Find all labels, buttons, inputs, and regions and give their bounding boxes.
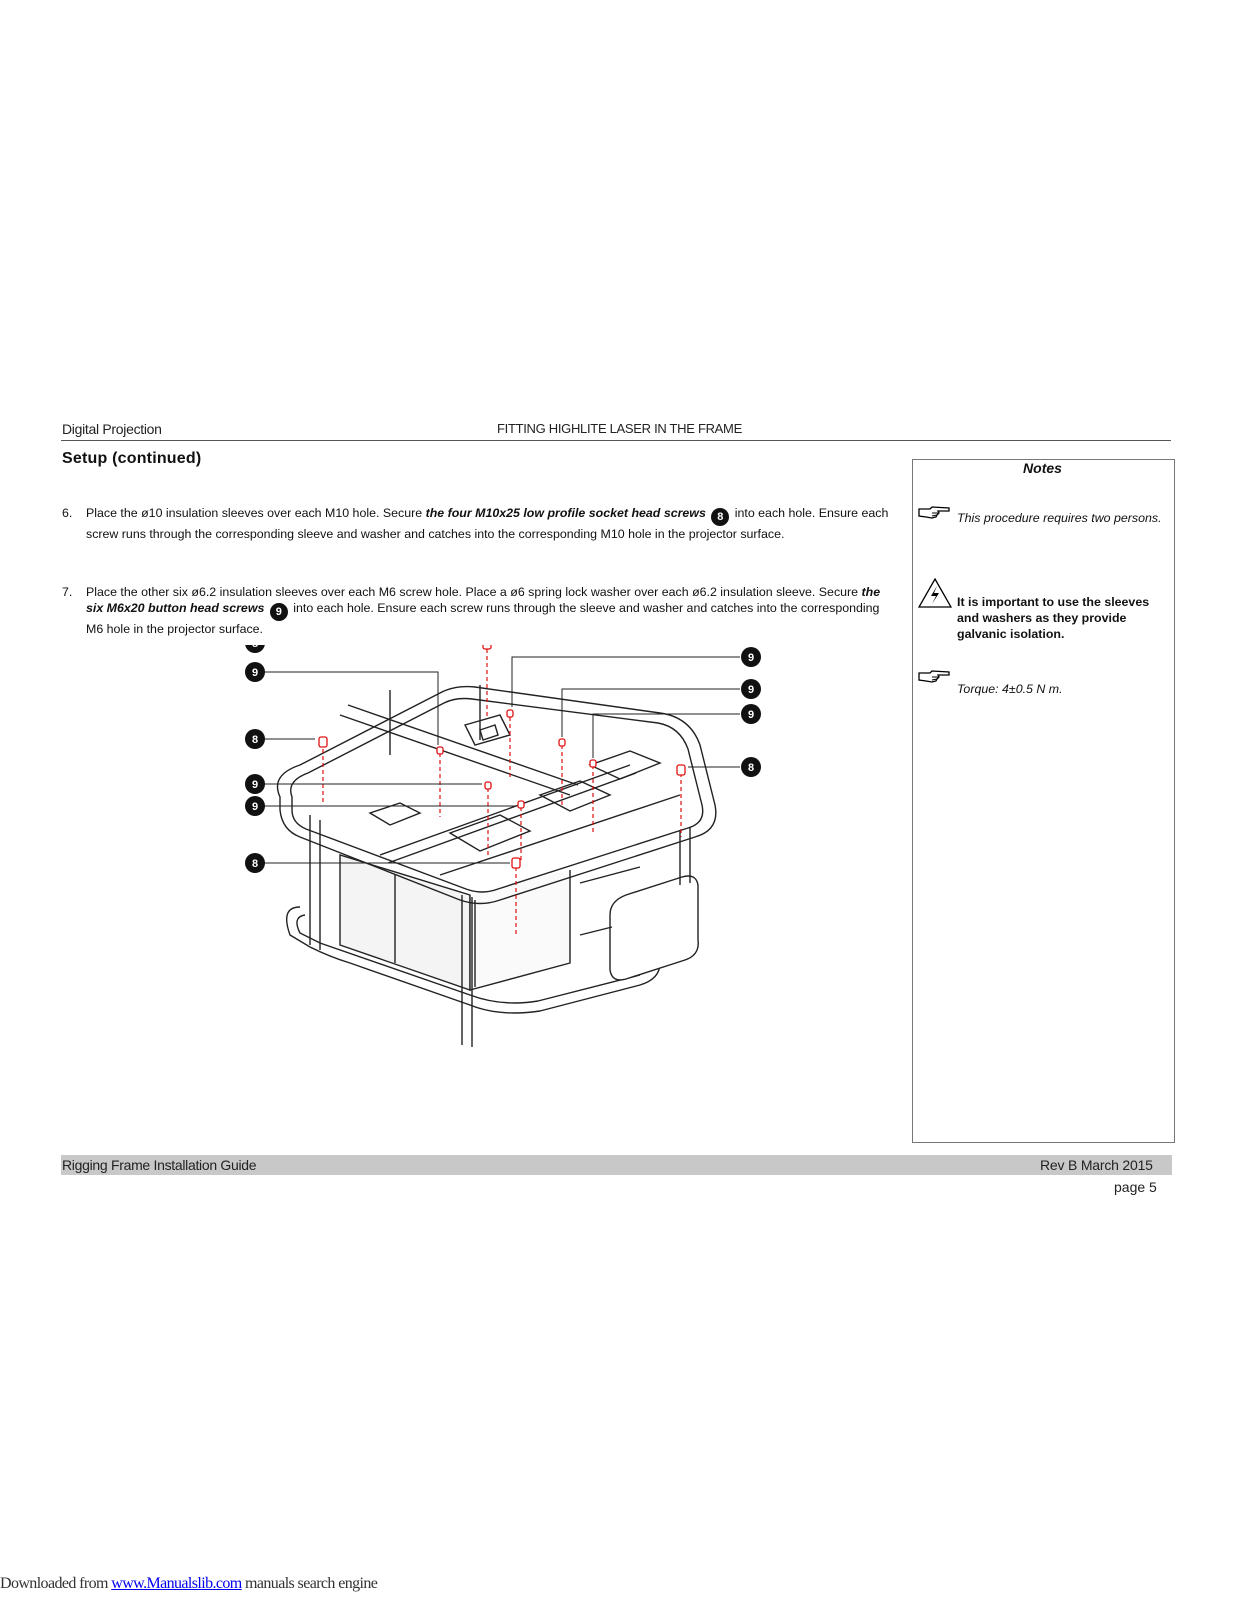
step-7: 7. Place the other six ø6.2 insulation s… <box>62 584 892 637</box>
callout-label: 9 <box>748 652 754 664</box>
section-title: Setup (continued) <box>62 450 202 467</box>
screw-m10 <box>511 857 521 869</box>
header-brand: Digital Projection <box>62 421 162 437</box>
screw-m10 <box>318 736 328 748</box>
callout-badge: 9 <box>269 603 288 622</box>
frame-bottom-ring-outer <box>286 906 661 1014</box>
screw-m6 <box>436 746 444 755</box>
callout-label: 9 <box>252 801 258 813</box>
frame-bottom-ring-inner <box>296 914 641 1004</box>
frame-top-ring-inner <box>290 697 704 893</box>
step-bold-text: the six M6x20 button head screws <box>86 585 881 616</box>
download-attribution: Downloaded from www.Manualslib.com manua… <box>0 1575 378 1592</box>
screw-m6 <box>558 738 566 747</box>
screw-m10 <box>482 645 492 650</box>
notes-panel <box>912 459 1175 1143</box>
callout-label: 9 <box>748 684 754 696</box>
callout-badge: 8 <box>711 508 730 526</box>
frame-post <box>309 815 321 950</box>
step-number: 7. <box>62 585 73 599</box>
mount-bracket <box>463 714 512 746</box>
manualslib-link[interactable]: www.Manualslib.com <box>111 1575 242 1592</box>
diagram-callouts <box>245 645 761 873</box>
pointing-hand-icon <box>918 670 950 683</box>
lens-housing <box>609 875 699 981</box>
header-chapter-title: FITTING HIGHLITE LASER IN THE FRAME <box>497 421 742 436</box>
screw-m6 <box>517 800 525 809</box>
callout-label: 9 <box>252 779 258 791</box>
rigging-frame-diagram: 8 9 8 9 9 8 9 9 9 8 <box>245 645 761 1047</box>
frame-top-ring-outer <box>276 685 717 905</box>
notes-title: Notes <box>1023 460 1062 476</box>
frame-post <box>461 895 473 1047</box>
note-two-persons: This procedure requires two persons. <box>957 511 1162 525</box>
callout-label: 9 <box>252 667 258 679</box>
footer-page-number: page 5 <box>1114 1179 1157 1195</box>
step-text: Place the ø10 insulation sleeves over ea… <box>86 506 889 541</box>
screw-m6 <box>589 759 597 768</box>
step-number: 6. <box>62 506 73 520</box>
projector-front <box>469 870 571 991</box>
header-rule <box>61 440 1171 441</box>
step-bold-text: the four M10x25 low profile socket head … <box>425 506 706 520</box>
callout-label: 8 <box>252 734 258 746</box>
footer-revision: Rev B March 2015 <box>1040 1157 1153 1173</box>
frame-post <box>679 827 691 885</box>
step-text: Place the other six ø6.2 insulation slee… <box>86 585 881 637</box>
screw-m6 <box>506 709 514 718</box>
footer-guide-title: Rigging Frame Installation Guide <box>62 1157 257 1173</box>
callout-label: 8 <box>748 762 754 774</box>
note-galvanic-isolation: It is important to use the sleeves and w… <box>957 595 1150 641</box>
note-torque: Torque: 4±0.5 N m. <box>957 682 1063 696</box>
pointing-hand-icon <box>918 506 950 519</box>
screw-m6 <box>484 781 492 790</box>
footer-bar <box>61 1155 1172 1175</box>
callout-label: 8 <box>252 645 258 650</box>
callout-label: 9 <box>748 709 754 721</box>
warning-lightning-icon <box>918 578 952 608</box>
callout-label: 8 <box>252 858 258 870</box>
screw-m10 <box>676 764 686 776</box>
step-6: 6. Place the ø10 insulation sleeves over… <box>62 505 892 542</box>
projector-side-left <box>339 854 471 991</box>
frame-cross-bar <box>339 704 579 796</box>
